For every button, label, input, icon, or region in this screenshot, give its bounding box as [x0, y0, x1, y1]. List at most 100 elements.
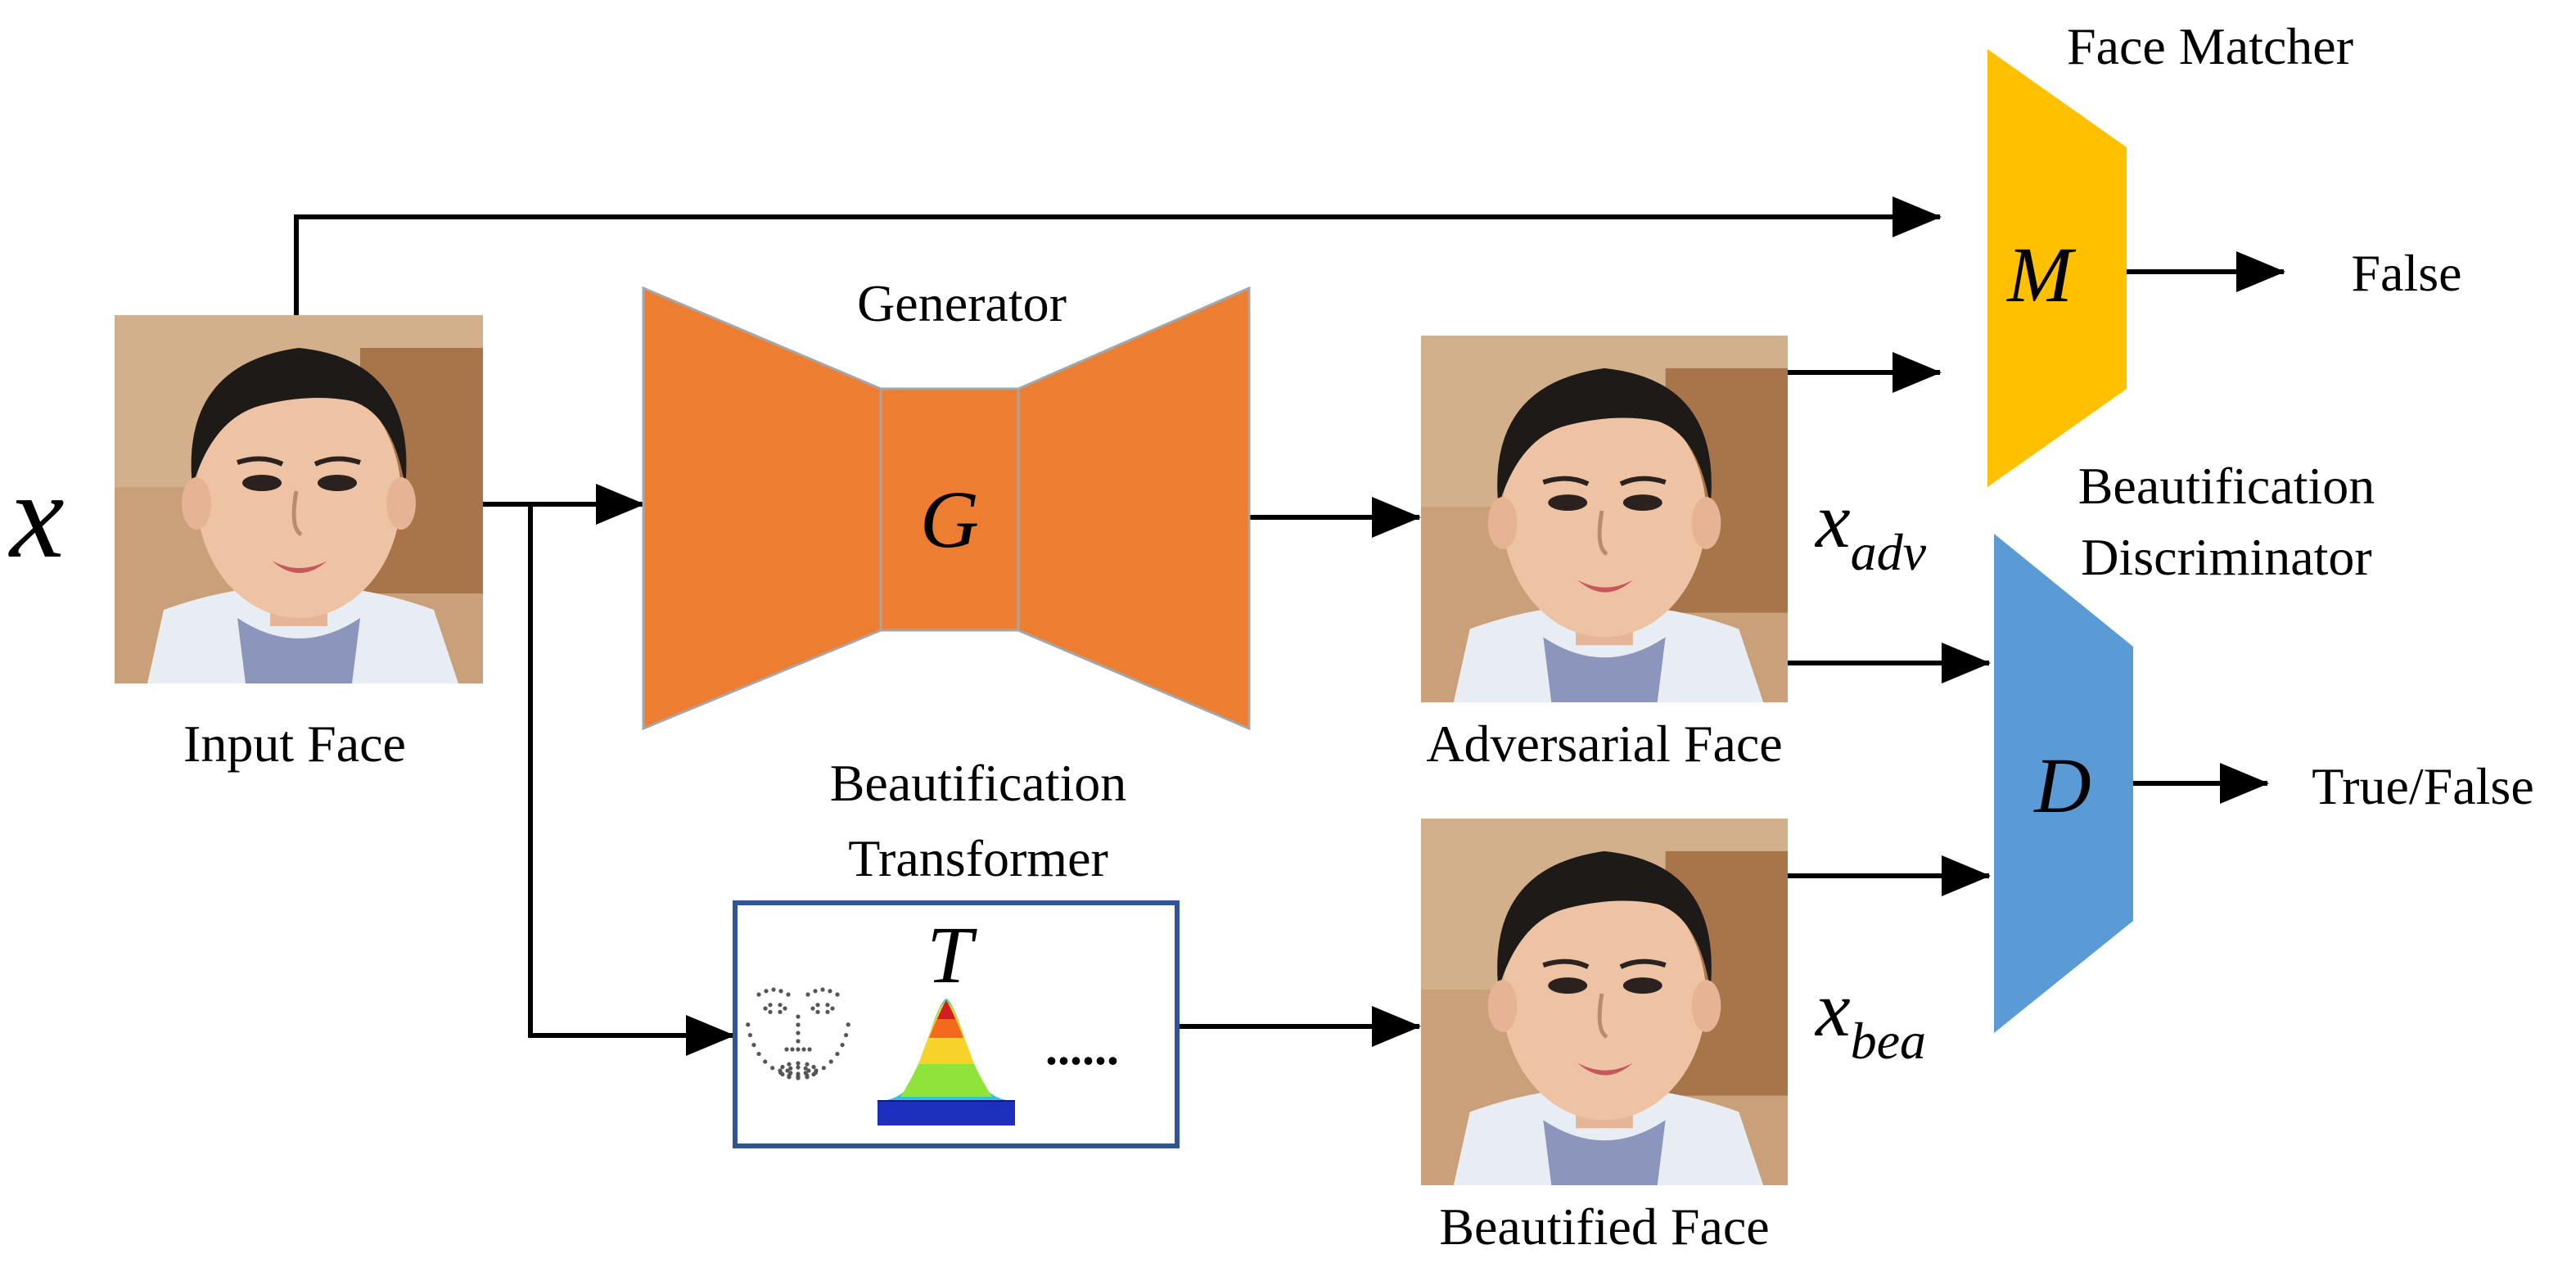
landmark-dot [846, 1022, 850, 1027]
landmark-dot [830, 1006, 835, 1011]
landmark-dot [811, 1064, 816, 1070]
landmark-dot [746, 1022, 751, 1027]
discriminator-label-line1: Beautification [2078, 457, 2375, 515]
discriminator-label-line2: Discriminator [2081, 528, 2371, 586]
landmark-dot [764, 989, 769, 994]
landmark-dot [807, 1047, 812, 1052]
landmark-dot [840, 1043, 845, 1048]
landmark-dot [796, 1061, 801, 1066]
landmark-dot [783, 1006, 787, 1011]
transformer-symbol-t: T [927, 909, 977, 1000]
symbol-x-adv-sub: adv [1851, 523, 1927, 581]
transformer-label-line1: Beautification [830, 754, 1127, 812]
landmark-dot [763, 1006, 768, 1011]
generator-symbol-g: G [920, 474, 979, 565]
arrow-input-to-matcher [294, 196, 1942, 315]
landmark-dot [796, 1039, 801, 1044]
landmark-dot [771, 987, 776, 992]
input-face-label: Input Face [183, 715, 406, 773]
landmark-dot [835, 992, 840, 997]
beautified-face-label: Beautified Face [1439, 1198, 1769, 1256]
landmark-dot [768, 1009, 773, 1014]
landmark-dot [828, 1059, 833, 1064]
landmark-dot [813, 989, 818, 994]
landmark-dot [825, 1009, 830, 1014]
landmark-dot [803, 1066, 808, 1071]
landmark-dot [796, 1022, 801, 1027]
landmark-dot [796, 1071, 801, 1076]
landmark-dot [821, 1066, 826, 1071]
landmark-dot [780, 1064, 785, 1070]
landmark-dot [803, 1071, 808, 1076]
input-face-image [115, 315, 483, 683]
landmark-dot [790, 1047, 795, 1052]
symbol-x-bea-sub: bea [1851, 1012, 1926, 1070]
generator-label: Generator [857, 274, 1067, 332]
landmark-dot [756, 1051, 761, 1057]
landmark-dot [785, 1068, 790, 1073]
landmark-dot [828, 989, 832, 994]
landmark-dot [805, 1062, 810, 1067]
adversarial-face-image [1421, 336, 1788, 702]
false-output-label: False [2351, 244, 2461, 302]
generator-decoder [1017, 286, 1251, 731]
landmark-dot [815, 1003, 820, 1008]
landmark-dot [788, 1066, 793, 1071]
transformer-dots: ...... [1045, 1021, 1119, 1075]
landmark-dot [778, 989, 783, 994]
landmark-dot [796, 1076, 801, 1080]
landmark-dot [787, 1062, 792, 1067]
generator-encoder [642, 286, 882, 731]
face-matcher-label: Face Matcher [2067, 17, 2353, 75]
landmark-dot [796, 1065, 801, 1070]
landmark-dot [814, 1068, 819, 1073]
landmark-dot [770, 1066, 775, 1071]
landmark-dot [780, 1071, 785, 1077]
landmark-dot [786, 992, 791, 997]
landmark-dot [796, 1047, 801, 1052]
landmark-dot [796, 1014, 801, 1019]
landmark-dot [820, 987, 825, 992]
face-matcher-block [1987, 49, 2127, 487]
generator-block: G [642, 286, 1251, 731]
transformer-box: T ...... [733, 900, 1180, 1148]
landmark-dot [810, 1006, 815, 1011]
symbol-x-bea-base: x [1814, 965, 1851, 1053]
landmark-dot [778, 1003, 783, 1008]
face-matcher-symbol-m: M [2005, 231, 2077, 318]
landmark-dot [747, 1032, 753, 1038]
gaussian-surface-icon [877, 999, 1015, 1125]
landmark-dot [784, 1047, 789, 1052]
connectors [294, 196, 2285, 1056]
symbol-x-adv-base: x [1814, 476, 1851, 564]
beautified-face-image [1421, 819, 1788, 1185]
landmark-dot [801, 1047, 806, 1052]
discriminator-block [1994, 534, 2133, 1033]
landmark-dot [796, 1031, 801, 1035]
landmark-dot [815, 1009, 820, 1014]
landmark-dot [825, 1003, 830, 1008]
landmark-dot [787, 1075, 792, 1080]
landmark-dot [778, 1068, 783, 1073]
symbol-x-adv: xadv [1814, 476, 1927, 581]
landmark-dot [778, 1009, 783, 1014]
landmark-dot [806, 1068, 811, 1073]
landmark-dot [751, 1043, 756, 1048]
landmark-dot [811, 1071, 816, 1077]
transformer-label-line2: Transformer [848, 829, 1108, 887]
landmark-dot [756, 992, 761, 997]
true-false-output-label: True/False [2312, 757, 2533, 815]
arrow-input-to-transformer [528, 504, 735, 1056]
symbol-x-bea: xbea [1814, 965, 1926, 1070]
face-landmarks-icon [746, 987, 850, 1080]
input-symbol-x: x [8, 448, 65, 584]
adversarial-face-label: Adversarial Face [1426, 715, 1782, 773]
landmark-dot [805, 992, 810, 997]
landmark-dot [805, 1075, 810, 1080]
landmark-dot [788, 1071, 793, 1076]
discriminator-symbol-d: D [2032, 742, 2091, 829]
landmark-dot [843, 1032, 849, 1038]
landmark-dot [768, 1003, 773, 1008]
landmark-dot [763, 1059, 768, 1064]
